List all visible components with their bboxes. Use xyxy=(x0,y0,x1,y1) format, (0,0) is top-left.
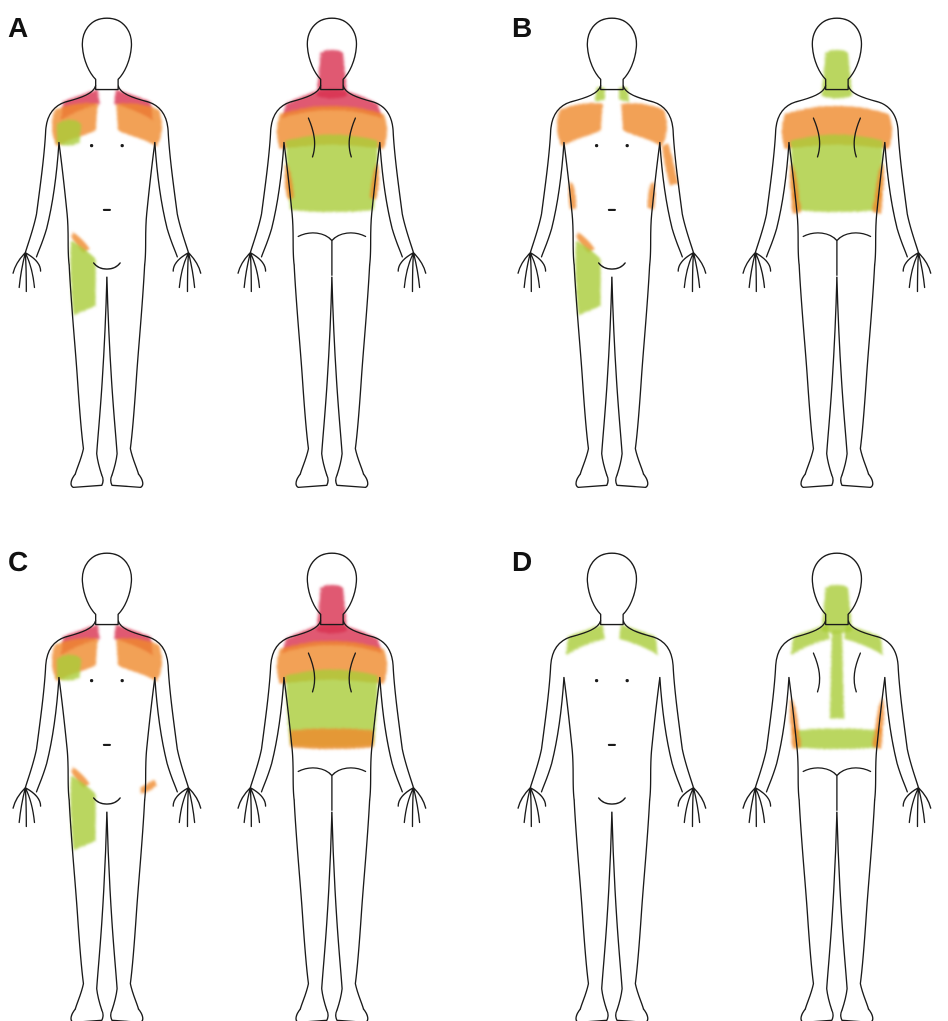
panel-b-front-figure xyxy=(518,18,706,487)
panel-d-back-right-flank-orange-area xyxy=(875,698,884,735)
panel-a-nipple-right xyxy=(121,144,124,147)
panel-b-front-right-shoulder-orange-area xyxy=(621,103,667,147)
panel-d-front-right-shoulder-top-green-area xyxy=(619,625,658,656)
panel-c-nipple-left xyxy=(90,679,93,682)
panel-c-front-left-chest-upper-green-area xyxy=(57,655,81,681)
panel-d-front-body-outline xyxy=(518,553,706,1021)
panel-c-front-left-hip-top-orange-area xyxy=(141,780,157,794)
panel-d-back-figure xyxy=(743,553,931,1021)
panel-d-nipple-right xyxy=(626,679,629,682)
panel-a-front-right-shoulder-orange-area xyxy=(116,103,162,147)
panel-a-back-mid-back-green-area xyxy=(286,134,378,212)
panel-b-back-mid-back-green-area xyxy=(791,134,883,212)
panel-d-back-right-shoulder-top-green-area xyxy=(844,625,883,656)
panel-b-back-figure xyxy=(743,18,931,487)
panel-b-front-right-thigh-green-area xyxy=(575,241,600,316)
panel-d-back-spine-green-area xyxy=(830,631,844,719)
panel-a-front-right-thigh-green-area xyxy=(70,241,95,316)
panel-d-back-left-shoulder-top-green-area xyxy=(791,625,830,656)
panel-d-front-left-shoulder-top-green-area xyxy=(566,625,605,656)
panel-label-d: D xyxy=(512,548,532,576)
panel-a-front-figure xyxy=(13,18,201,487)
panel-b-back-neck-green-area xyxy=(822,50,853,99)
panel-c-front-figure xyxy=(13,553,201,1021)
panel-a-back-figure xyxy=(238,18,426,487)
panel-b-front-left-shoulder-orange-area xyxy=(557,103,603,147)
panel-d-back-lower-back-band-green-area xyxy=(795,729,879,749)
panel-d-front-figure xyxy=(518,553,706,1021)
panel-a-front-left-chest-upper-green-area xyxy=(57,120,81,146)
panel-c-back-figure xyxy=(238,553,426,1021)
panel-b-nipple-left xyxy=(595,144,598,147)
panel-b-nipple-right xyxy=(626,144,629,147)
panel-d-back-left-flank-orange-area xyxy=(790,698,799,735)
panel-c-front-right-shoulder-orange-area xyxy=(116,638,162,682)
panel-c-front-right-thigh-green-area xyxy=(70,776,95,851)
panel-c-front-body-outline xyxy=(13,553,201,1021)
panel-label-b: B xyxy=(512,14,532,42)
panel-label-a: A xyxy=(8,14,28,42)
panel-d-nipple-left xyxy=(595,679,598,682)
panel-a-front-body-outline xyxy=(13,18,201,487)
panel-c-back-lower-back-band-orange-area xyxy=(290,729,374,749)
panel-label-c: C xyxy=(8,548,28,576)
panel-a-nipple-left xyxy=(90,144,93,147)
panel-b-front-body-outline xyxy=(518,18,706,487)
panel-c-nipple-right xyxy=(121,679,124,682)
